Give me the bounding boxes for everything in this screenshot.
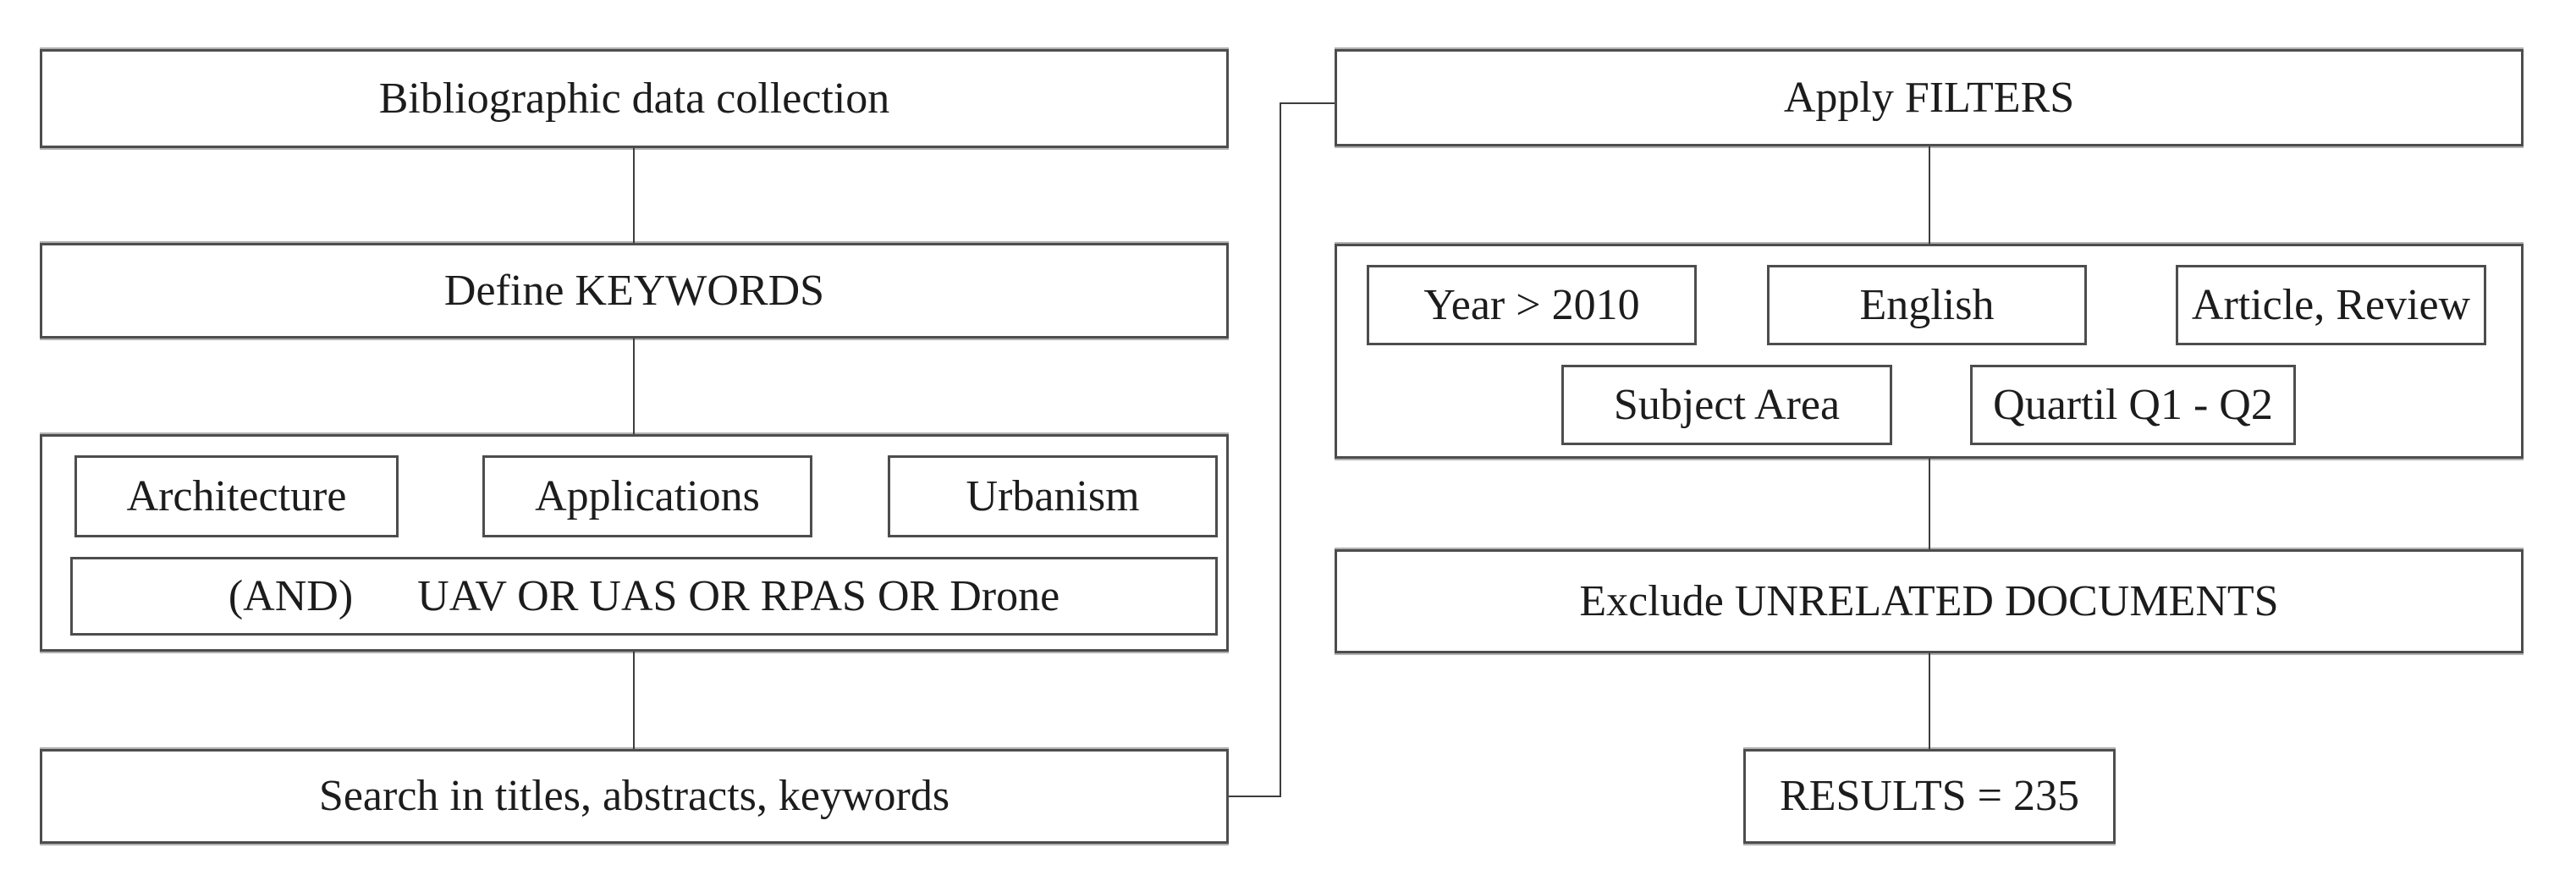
connector-exclude-to-results (1929, 653, 1930, 749)
define-keywords-box: Define KEYWORDS (40, 243, 1229, 339)
connector-filtergroup-to-exclude (1929, 459, 1930, 549)
bibliographic-data-collection-box: Bibliographic data collection (40, 49, 1229, 148)
keyword-architecture-box: Architecture (74, 455, 399, 537)
filter-english-label: English (1859, 280, 1995, 329)
results-box: RESULTS = 235 (1743, 749, 2116, 844)
connector-filters-to-filtergroup (1929, 146, 1930, 244)
define-keywords-label: Define KEYWORDS (443, 266, 825, 315)
filter-article-review-box: Article, Review (2176, 265, 2486, 345)
connector-search-elbow-vertical (1280, 102, 1281, 797)
exclude-unrelated-box: Exclude UNRELATED DOCUMENTS (1335, 549, 2524, 653)
bibliographic-data-collection-label: Bibliographic data collection (378, 74, 890, 123)
search-titles-abstracts-label: Search in titles, abstracts, keywords (318, 772, 950, 820)
filter-quartil-label: Quartil Q1 - Q2 (1993, 380, 2273, 429)
and-operator-label: (AND) (228, 571, 354, 620)
apply-filters-label: Apply FILTERS (1783, 73, 2075, 122)
connector-search-elbow-horizontal-bottom (1229, 796, 1280, 797)
filter-english-box: English (1767, 265, 2087, 345)
keyword-applications-box: Applications (482, 455, 812, 537)
connector-search-elbow-horizontal-top (1280, 102, 1335, 104)
filter-year-box: Year > 2010 (1367, 265, 1697, 345)
search-terms-label: UAV OR UAS OR RPAS OR Drone (417, 571, 1060, 620)
keywords-group-box: Architecture Applications Urbanism (AND)… (40, 434, 1229, 652)
results-label: RESULTS = 235 (1780, 772, 2079, 820)
filter-subject-area-label: Subject Area (1613, 380, 1841, 429)
exclude-unrelated-label: Exclude UNRELATED DOCUMENTS (1579, 576, 2279, 625)
filter-article-review-label: Article, Review (2191, 280, 2471, 329)
keyword-urbanism-label: Urbanism (966, 471, 1140, 520)
search-titles-abstracts-box: Search in titles, abstracts, keywords (40, 749, 1229, 844)
connector-bibliographic-to-keywords (633, 148, 635, 243)
keyword-applications-label: Applications (535, 471, 760, 520)
filter-quartil-box: Quartil Q1 - Q2 (1970, 365, 2296, 445)
apply-filters-box: Apply FILTERS (1335, 49, 2524, 146)
filter-year-label: Year > 2010 (1423, 280, 1640, 329)
keyword-architecture-label: Architecture (126, 471, 347, 520)
and-operator-box: (AND) UAV OR UAS OR RPAS OR Drone (70, 557, 1218, 636)
connector-keywords-to-terms (633, 339, 635, 434)
keyword-urbanism-box: Urbanism (888, 455, 1218, 537)
connector-terms-to-search (633, 652, 635, 749)
filter-subject-area-box: Subject Area (1561, 365, 1892, 445)
filters-group-box: Year > 2010 English Article, Review Subj… (1335, 244, 2524, 459)
